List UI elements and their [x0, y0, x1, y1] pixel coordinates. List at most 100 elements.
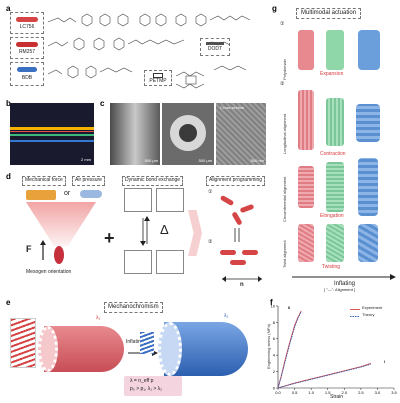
d-delta: Δ: [160, 222, 169, 237]
f-xtick-label: 3.5: [391, 390, 397, 395]
f-xtick-label: 0.0: [275, 390, 281, 395]
lc756-molecule-icon: [16, 17, 38, 22]
d-F-label: F: [26, 244, 32, 254]
e-tube-blue-end: [158, 322, 182, 376]
panel-c-label: c: [100, 99, 105, 108]
e-eq1: λ = n_eff p: [130, 378, 154, 384]
f-legend-theory: Theory: [362, 312, 375, 317]
sem-detail-scale: 500 nm: [250, 157, 264, 163]
f-legend-theory-swatch: [350, 316, 360, 317]
d-circ2: ②: [208, 239, 213, 245]
petmp-label: PETMP: [149, 78, 167, 84]
f-xtick-label: 2.0: [342, 390, 348, 395]
g-tube-polydomain-1: [298, 30, 314, 70]
e-lambda1: λ₁: [96, 315, 101, 321]
f-xtick-label: 3.0: [375, 390, 381, 395]
g-caption-contraction: Contraction: [320, 151, 346, 157]
panel-a: a LC756 RM257 BDB DODT PETMP: [0, 0, 268, 97]
d-air-pressure-label: Air pressure: [72, 176, 105, 186]
panel-f-label: f: [270, 298, 273, 307]
d-mesogen-d: [220, 250, 236, 255]
d-bond-structure-4: [156, 250, 184, 274]
sem-inset-label: Cross section: [220, 105, 245, 110]
panel-g-title: Multimodal actuation: [296, 8, 362, 19]
f-ytick-label: 0: [273, 385, 276, 390]
f-ytick-label: 6: [273, 336, 276, 341]
d-mesogen-c: [231, 211, 243, 226]
d-dyn-bond-label: Dynamic bond exchange: [122, 176, 184, 186]
g-tube-longitudinal-1: [298, 90, 314, 150]
d-plus-icon: +: [104, 228, 115, 248]
e-equation-box: λ = n_eff p p₀ > p₁, λ₁ > λ₂: [124, 376, 182, 396]
d-mesogen-icon: [54, 246, 64, 264]
g-tube-longitudinal-3: [356, 104, 380, 142]
fiber-stripe-green: [10, 134, 94, 136]
f-annot-2: II: [288, 305, 291, 310]
d-bond-structure-2: [156, 188, 184, 212]
d-network-1: [216, 192, 266, 226]
g-tube-twist-2: [326, 224, 344, 262]
g-inflating-label: Inflating: [334, 281, 356, 287]
fiber-stripe-red: [10, 131, 94, 132]
g-alignment-note: [ "---": Alignment ]: [324, 287, 356, 292]
g-tube-polydomain-2: [326, 30, 344, 70]
d-or: or: [64, 190, 71, 197]
d-circ1: ①: [208, 189, 213, 195]
panel-g-label: g: [272, 4, 277, 13]
panel-e-label: e: [6, 298, 11, 307]
fiber-stripe-blue: [10, 140, 94, 142]
d-director-arrow-icon: [222, 276, 262, 282]
f-xlabel: Strain: [330, 394, 344, 400]
f-series-line: [277, 363, 371, 389]
sem-cross-scale: 500 μm: [198, 157, 212, 163]
fiber-image: 2 mm: [10, 103, 94, 165]
sem-cross-ring: [170, 115, 206, 151]
e-helix-inset-2: [140, 332, 154, 354]
f-legend: Experiment Theory: [350, 305, 400, 322]
d-reversible-arrows-icon: [234, 228, 240, 242]
d-mesogen-f: [230, 260, 246, 265]
f-series-line: [277, 310, 302, 389]
panel-g-circ2: ②: [280, 81, 285, 87]
compound-rm257: RM257: [10, 37, 44, 59]
f-ytick-label: 10: [271, 303, 276, 308]
rm257-molecule-icon: [16, 42, 38, 47]
f-legend-experiment-swatch: [350, 309, 360, 310]
panel-f: f Engineering stress (MPa) Strain Experi…: [254, 296, 400, 403]
bdb-label: BDB: [21, 75, 33, 81]
d-dyn-bond-text: Dynamic bond exchange: [125, 177, 181, 183]
sem-cross-section-detail: Cross section 500 nm: [216, 103, 266, 165]
d-bond-structure-3: [124, 250, 152, 274]
d-mesogen-e: [242, 250, 258, 255]
sem-tube-cross: 500 μm: [162, 103, 214, 165]
g-caption-elongation: Elongation: [320, 213, 344, 219]
panel-g-circ1: ①: [280, 21, 285, 27]
d-mech-force-text: Mechanical force: [25, 177, 63, 183]
f-xtick-label: 1.0: [308, 390, 314, 395]
panel-b-scale: 2 mm: [81, 156, 91, 162]
g-row-label-longitudinal: Longitudinal alignment: [282, 113, 287, 154]
f-series-line: [277, 311, 302, 389]
g-row-label-circumferential: Circumferential alignment: [282, 176, 287, 222]
f-xtick-label: 1.5: [325, 390, 331, 395]
d-force-arrow-icon: [40, 240, 46, 260]
g-tube-circumferential-1: [298, 166, 314, 208]
g-inflating-arrow-icon: [292, 274, 396, 280]
d-chevron-icon: [188, 210, 202, 256]
g-tube-longitudinal-2: [326, 98, 344, 146]
d-align-prog-text: Alignment programming: [209, 177, 263, 183]
lc756-label: LC756: [19, 24, 35, 30]
g-caption-twisting: Twisting: [322, 264, 341, 270]
panel-g: g Multimodal actuation ① ② Polydomain Ex…: [270, 0, 400, 294]
f-xtick-label: 0.5: [292, 390, 298, 395]
panel-b-label: b: [6, 99, 11, 108]
panel-e: e Mechanochromism λ₁ Inflating λ₂ λ = n_…: [0, 296, 252, 403]
d-bond-structure-1: [124, 188, 152, 212]
bdb-molecule-icon: [17, 67, 37, 72]
rm257-label: RM257: [18, 49, 36, 55]
g-tube-circumferential-3: [358, 158, 378, 216]
compound-petmp: PETMP: [144, 70, 172, 86]
panel-d-label: d: [6, 172, 11, 181]
d-mesogen-a: [219, 194, 235, 207]
molecule-structures: [47, 13, 251, 89]
